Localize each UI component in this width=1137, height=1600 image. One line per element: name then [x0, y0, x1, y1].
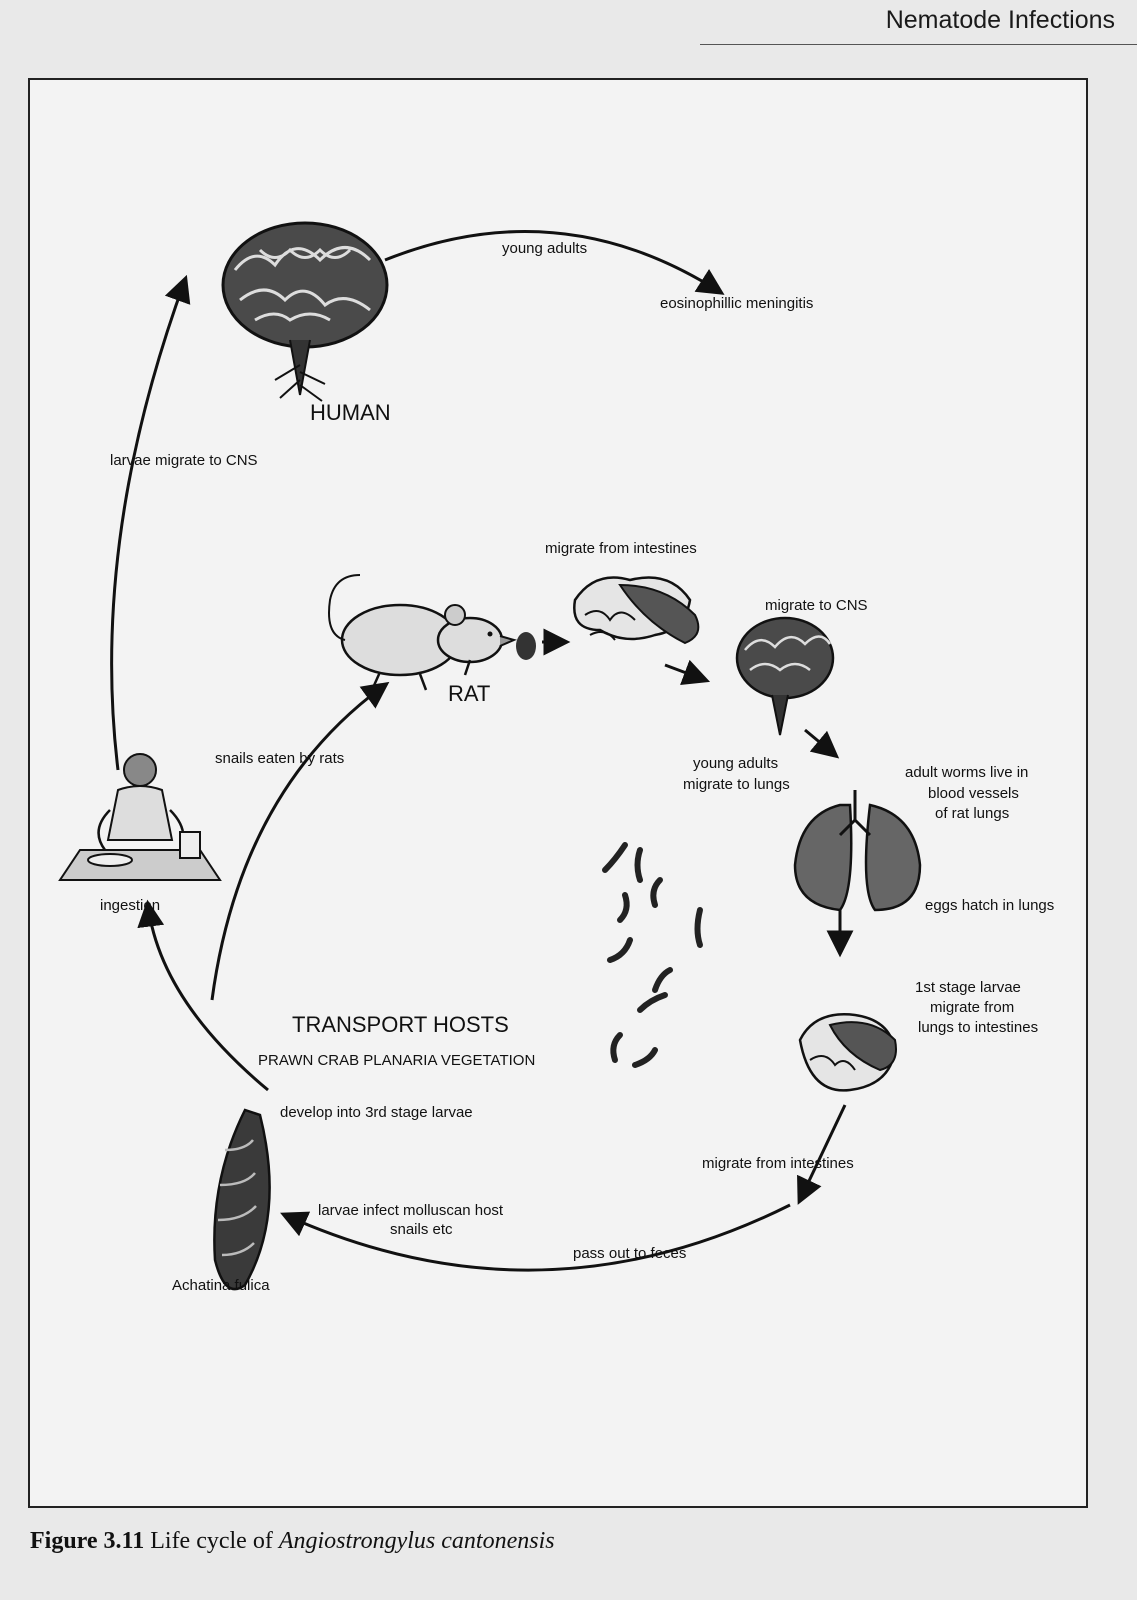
arrow-pass-out	[280, 1203, 791, 1272]
young-adults-lungs-label-2: migrate to lungs	[683, 776, 790, 793]
young-adults-lungs-label-1: young adults	[693, 755, 778, 772]
transport-hosts-label: TRANSPORT HOSTS	[292, 1012, 509, 1037]
larva-clump-illustration	[516, 632, 536, 660]
arrow-to-lungs	[804, 728, 840, 759]
lungs-illustration	[793, 790, 922, 912]
cycle-arrows	[110, 230, 854, 1272]
larvae-worms-illustration	[602, 842, 703, 1068]
eggs-hatch-label: eggs hatch in lungs	[925, 897, 1054, 914]
larvae-infect-label-2: snails etc	[390, 1221, 453, 1238]
ingestion-label: ingestion	[100, 897, 160, 914]
figure-number: Figure 3.11	[30, 1528, 145, 1554]
snail-illustration	[213, 1108, 271, 1291]
transport-hosts-list: PRAWN CRAB PLANARIA VEGETATION	[258, 1052, 535, 1069]
larvae-infect-label-1: larvae infect molluscan host	[318, 1202, 504, 1219]
human-label: HUMAN	[310, 400, 391, 425]
human-brain-illustration	[221, 221, 389, 402]
eosinophilic-meningitis-label: eosinophillic meningitis	[660, 295, 813, 312]
person-eating-illustration	[58, 753, 222, 881]
pass-out-feces-label: pass out to feces	[573, 1245, 686, 1262]
rat-brain-illustration	[735, 616, 835, 736]
adult-worms-label-1: adult worms live in	[905, 764, 1028, 781]
larvae-migrate-cns-label: larvae migrate to CNS	[110, 452, 258, 469]
rat-label: RAT	[448, 681, 490, 706]
adult-worms-label-3: of rat lungs	[935, 805, 1009, 822]
snail-species-label: Achatina fulica	[172, 1277, 270, 1294]
arrow-snails-eaten	[210, 681, 390, 1001]
snails-eaten-label: snails eaten by rats	[215, 750, 344, 767]
header-rule	[700, 44, 1137, 45]
figure-caption-species: Angiostrongylus cantonensis	[278, 1528, 555, 1554]
arrow-to-cns	[664, 659, 711, 686]
arrow-to-feces	[797, 1104, 847, 1205]
rat-illustration	[328, 574, 517, 691]
migrate-from-intestines-bottom-label: migrate from intestines	[702, 1155, 854, 1172]
migrate-from-intestines-top-label: migrate from intestines	[545, 540, 697, 557]
first-stage-label-3: lungs to intestines	[918, 1019, 1038, 1036]
intestines-top-illustration	[573, 576, 700, 645]
develop-3rd-stage-label: develop into 3rd stage larvae	[280, 1104, 473, 1121]
arrow-ingestion	[137, 899, 269, 1092]
figure-caption: Figure 3.11 Life cycle of Angiostrongylu…	[30, 1528, 555, 1555]
first-stage-label-1: 1st stage larvae	[915, 979, 1021, 996]
chapter-title: Nematode Infections	[885, 6, 1115, 34]
figure-caption-text: Life cycle of	[150, 1528, 273, 1554]
arrow-larvae-to-cns	[110, 274, 191, 771]
migrate-to-cns-label: migrate to CNS	[765, 597, 868, 614]
intestines-bottom-illustration	[798, 1013, 897, 1092]
young-adults-top-label: young adults	[502, 240, 587, 257]
adult-worms-label-2: blood vessels	[928, 785, 1019, 802]
arrow-young-adults	[384, 230, 725, 295]
first-stage-label-2: migrate from	[930, 999, 1014, 1016]
